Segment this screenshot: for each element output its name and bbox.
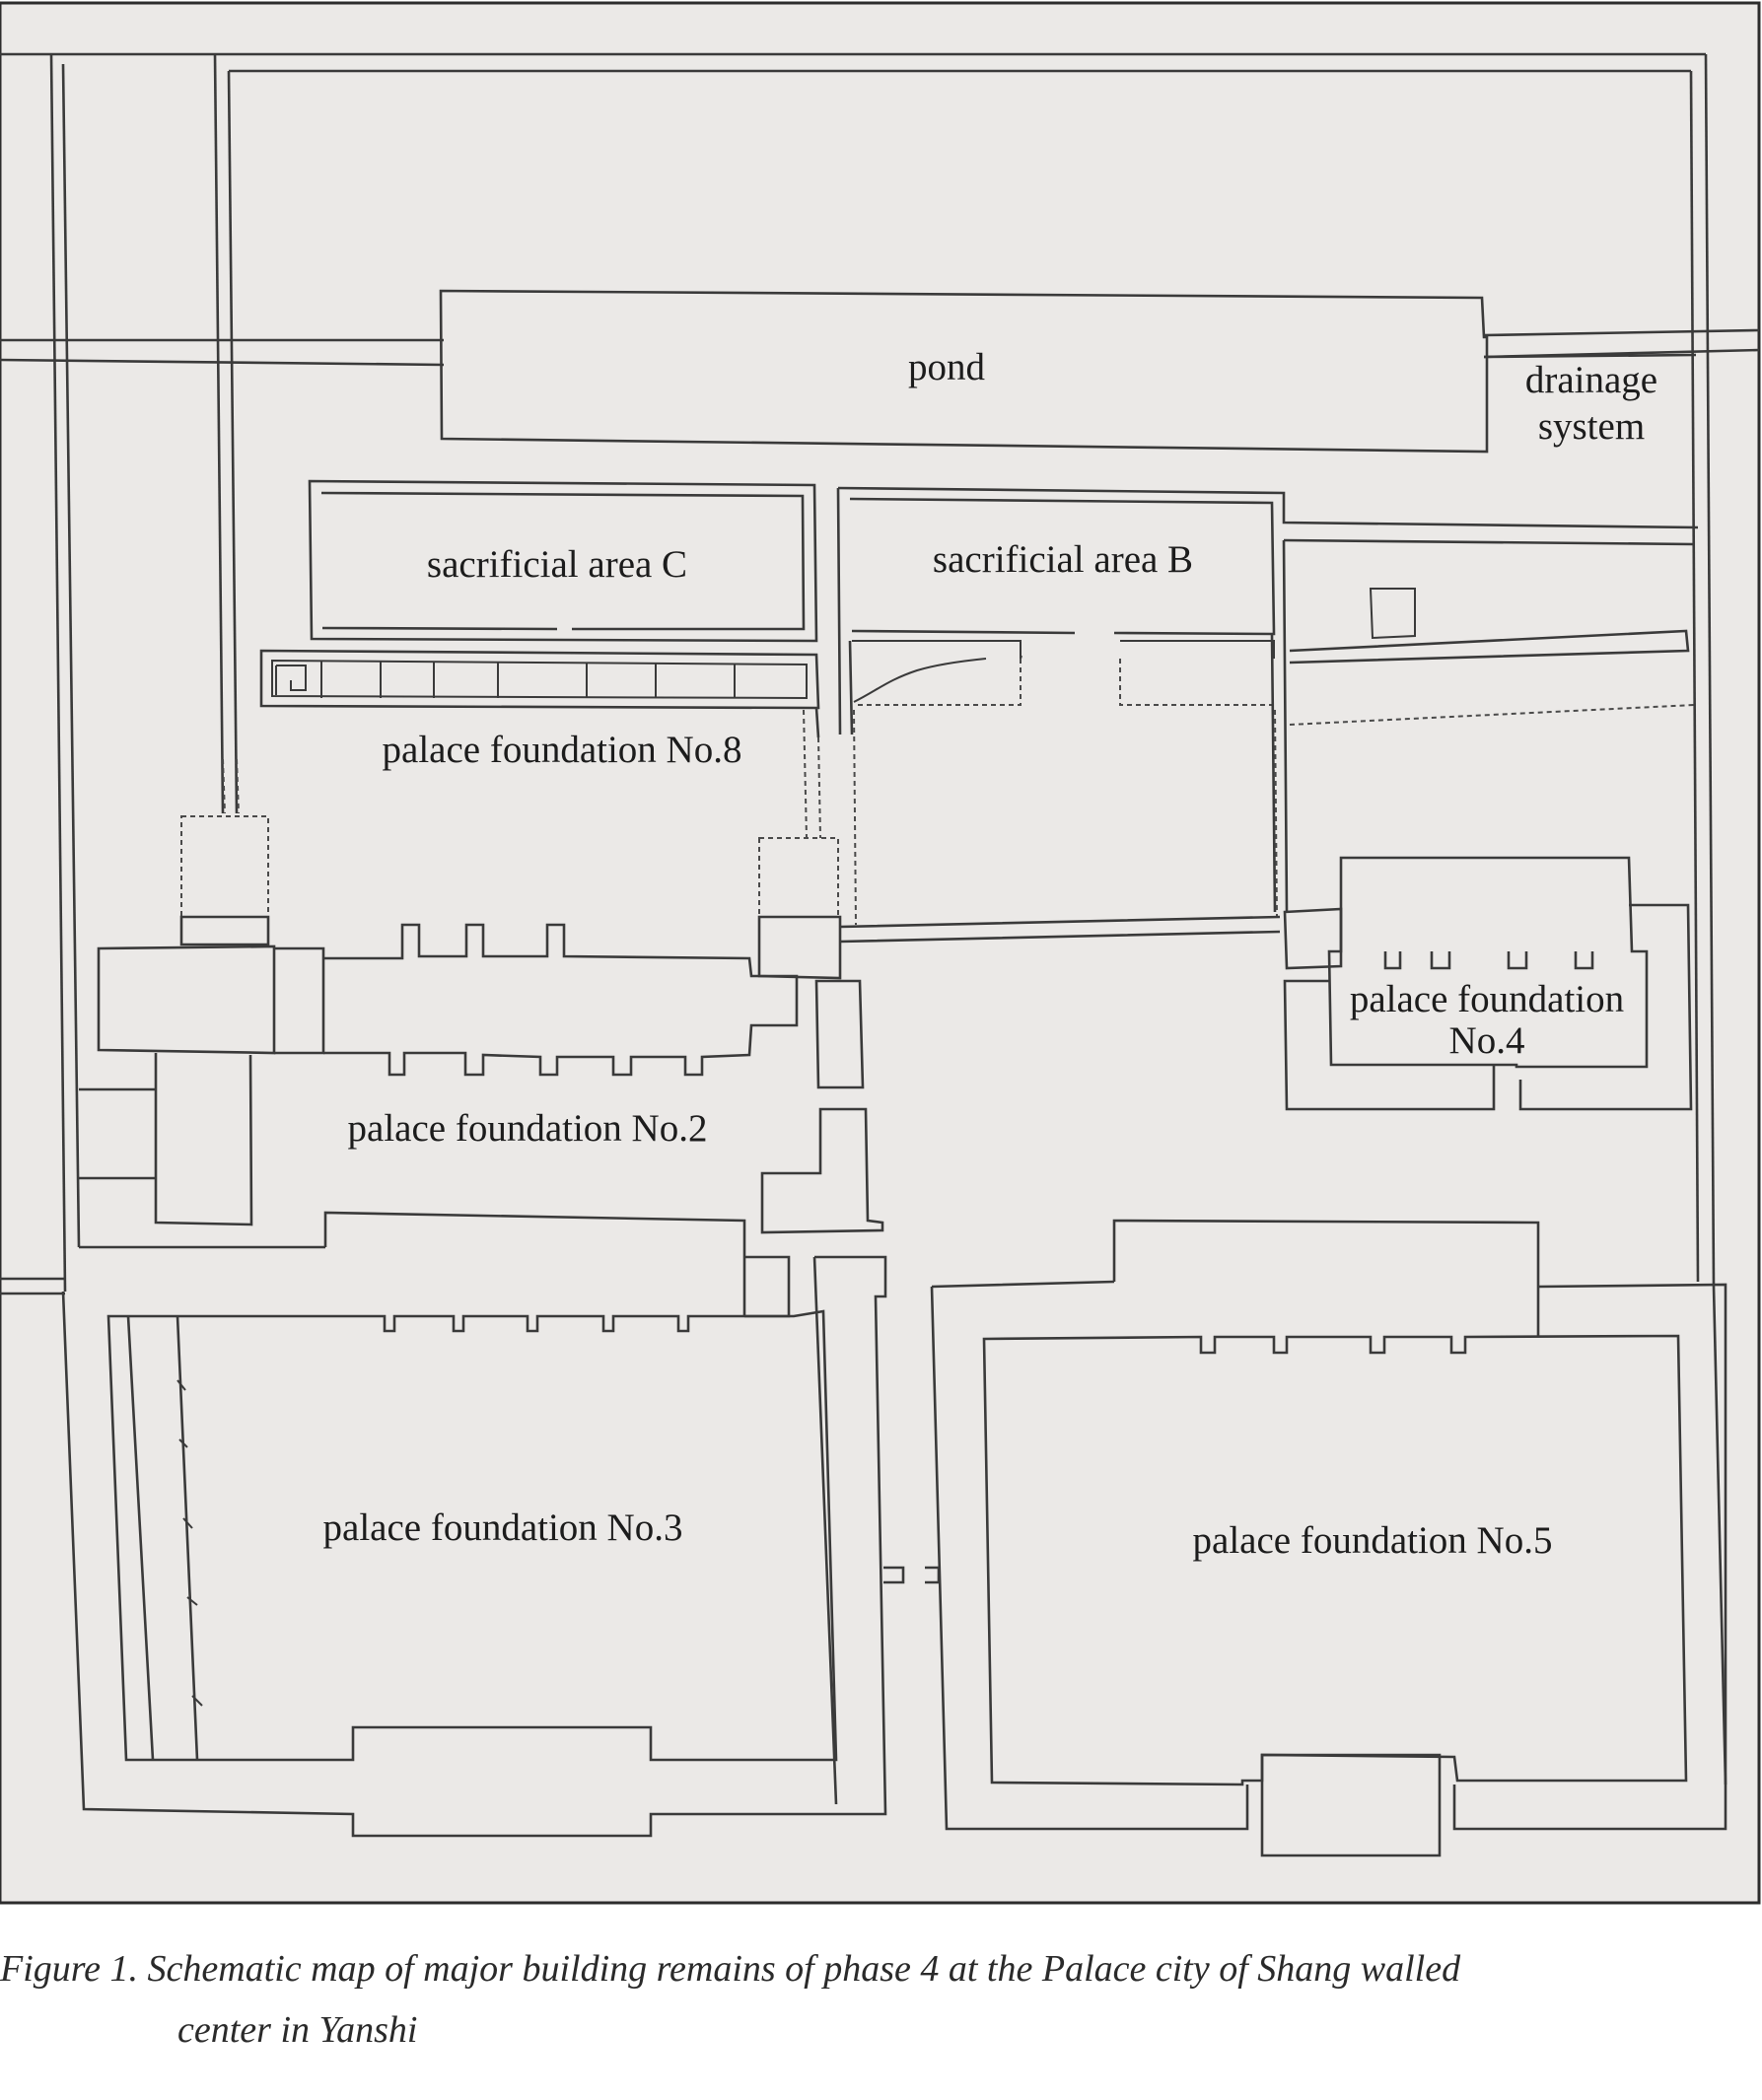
palace-foundation-5-label: palace foundation No.5 [1193,1519,1553,1562]
sacrificial-area-b [836,486,1699,735]
map-frame [0,1,1761,1905]
pond-outline [439,289,1489,454]
palace-foundation-4 [1283,856,1693,1111]
site-map: pond drainage system sacrificial area C … [0,1,1761,1905]
palace-foundation-8-rooms [259,649,820,710]
palace-foundation-2 [79,923,884,1234]
palace-foundation-2-label: palace foundation No.2 [348,1107,708,1150]
drainage-channel [1483,353,1697,359]
figure-caption-line-1: Figure 1. Schematic map of major buildin… [0,1948,1461,1990]
palace-foundation-5 [930,1219,1727,1857]
drainage-label-2: system [1538,405,1645,448]
figure-caption: Figure 1. Schematic map of major buildin… [0,1938,1762,2061]
pond-label: pond [908,346,986,388]
palace-foundation-8-label: palace foundation No.8 [383,729,742,771]
sacrificial-area-b-label: sacrificial area B [933,538,1193,581]
palace-foundation-4-label: palace foundation [1350,978,1624,1020]
sacrificial-area-c-label: sacrificial area C [427,543,687,586]
drainage-label: drainage [1525,359,1657,401]
palace-foundation-4-label-2: No.4 [1449,1019,1525,1062]
palace-foundation-3-label: palace foundation No.3 [323,1506,683,1549]
sacrificial-area-c [308,479,818,643]
figure-caption-line-2: center in Yanshi [177,2009,418,2051]
palace-foundation-3 [61,1211,941,1838]
east-enclosure [1270,538,1695,913]
